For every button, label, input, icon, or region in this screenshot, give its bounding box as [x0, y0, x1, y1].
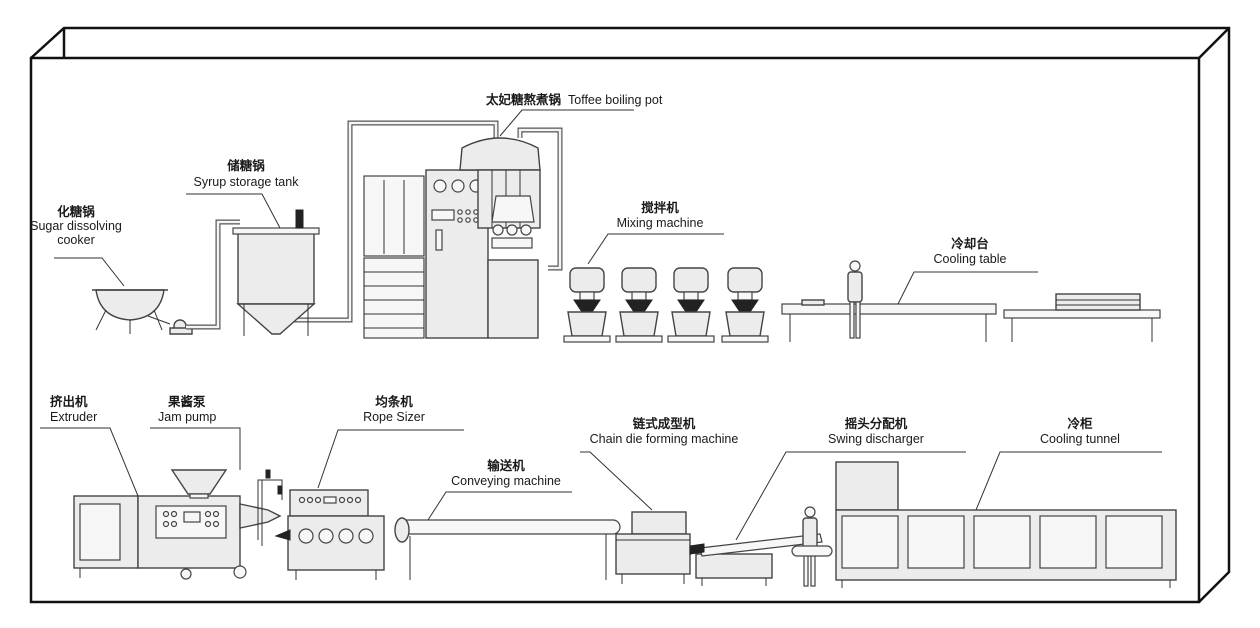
mixing-machine-cn: 搅拌机	[641, 200, 679, 215]
label-extruder: 挤出机 Extruder	[40, 394, 139, 497]
rope-sizer	[274, 489, 385, 580]
toffee-boiling-station	[363, 137, 541, 339]
worker-top	[847, 260, 863, 339]
label-toffee-pot: 太妃糖熬煮锅 Toffee boiling pot	[486, 92, 663, 137]
mixing-machines	[563, 267, 769, 343]
chain-die-forming-machine	[615, 511, 691, 584]
syrup-tank-cn: 储糖锅	[226, 158, 265, 173]
toffee-pot-en: Toffee boiling pot	[568, 93, 663, 107]
mixer-3	[667, 267, 715, 343]
mixer-4	[721, 267, 769, 343]
syrup-tank-en: Syrup storage tank	[194, 175, 300, 189]
toffee-pot-cn: 太妃糖熬煮锅	[486, 92, 562, 107]
chain-die-en: Chain die forming machine	[590, 432, 739, 446]
sugar-dissolving-cooker	[92, 289, 171, 334]
pipes-top	[186, 120, 563, 330]
mixer-1	[563, 267, 611, 343]
sugar-cooker-cn: 化糖锅	[57, 204, 95, 219]
cooling-tables	[781, 293, 1161, 342]
rope-sizer-en: Rope Sizer	[363, 410, 425, 424]
extruder-cn: 挤出机	[50, 394, 88, 409]
jam-pump	[170, 469, 283, 546]
mixing-machine-en: Mixing machine	[617, 216, 704, 230]
sugar-cooker-en-1: Sugar dissolving	[30, 219, 122, 233]
chain-die-cn: 链式成型机	[633, 416, 696, 431]
extruder	[73, 495, 282, 580]
label-mixing-machine: 搅拌机 Mixing machine	[587, 200, 724, 265]
extruder-en: Extruder	[50, 410, 97, 424]
mixer-2	[615, 267, 663, 343]
conveying-machine	[394, 517, 621, 580]
label-swing-discharger: 摇头分配机 Swing discharger	[735, 416, 966, 541]
cooling-tunnel	[791, 461, 1177, 588]
conveying-machine-cn: 输送机	[487, 458, 525, 473]
label-rope-sizer: 均条机 Rope Sizer	[317, 394, 464, 489]
label-cooling-tunnel: 冷柜 Cooling tunnel	[975, 416, 1162, 511]
frame-box	[29, 26, 1231, 604]
cooling-tunnel-en: Cooling tunnel	[1040, 432, 1120, 446]
label-syrup-tank: 储糖锅 Syrup storage tank	[186, 158, 300, 229]
syrup-storage-tank	[232, 209, 320, 336]
conveying-machine-en: Conveying machine	[451, 474, 561, 488]
label-conveying-machine: 输送机 Conveying machine	[427, 458, 572, 521]
label-chain-die: 链式成型机 Chain die forming machine	[580, 416, 739, 511]
cooling-table-en: Cooling table	[934, 252, 1007, 266]
sugar-cooker-en-2: cooker	[57, 233, 95, 247]
swing-discharger-cn: 摇头分配机	[845, 416, 908, 431]
jam-pump-en: Jam pump	[158, 410, 216, 424]
label-sugar-cooker: 化糖锅 Sugar dissolving cooker	[30, 204, 125, 287]
cooling-tunnel-cn: 冷柜	[1067, 416, 1093, 431]
swing-discharger	[689, 533, 823, 586]
cooling-table-cn: 冷却台	[951, 236, 989, 251]
label-jam-pump: 果酱泵 Jam pump	[150, 394, 241, 470]
rope-sizer-cn: 均条机	[375, 394, 413, 409]
swing-discharger-en: Swing discharger	[828, 432, 924, 446]
jam-pump-cn: 果酱泵	[167, 394, 206, 409]
label-cooling-table: 冷却台 Cooling table	[897, 236, 1038, 305]
